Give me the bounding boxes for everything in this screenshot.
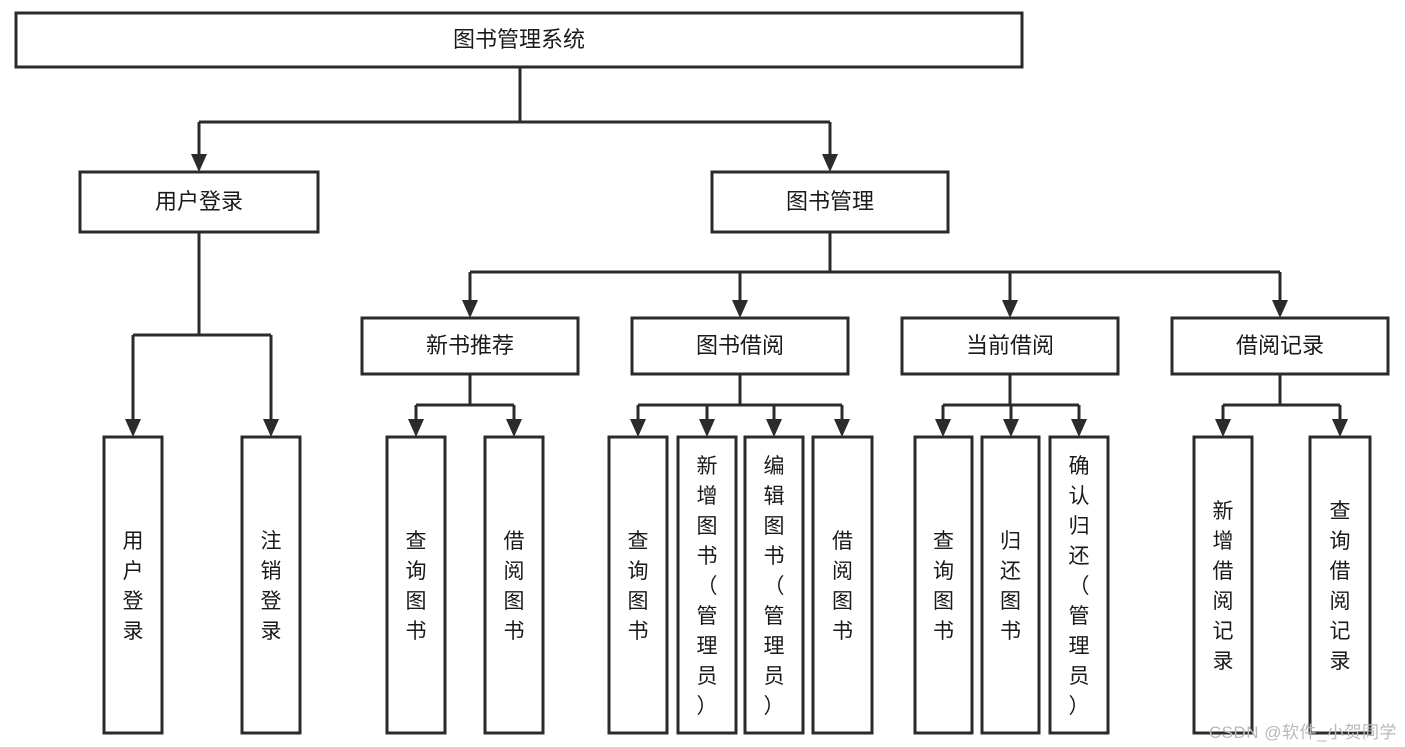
node-l2-图书管理-rect[interactable] [710, 170, 950, 234]
node-l3-图书借阅[interactable]: 图书借阅 [630, 316, 850, 376]
leaf-node-5-label: 新增图书（管理员） [697, 455, 718, 718]
book-mgmt-bus-branch-0-arrowhead [462, 300, 478, 318]
leaf-node-10-rect[interactable] [1048, 435, 1110, 735]
node-root-图书管理系统-rect[interactable] [14, 11, 1024, 69]
leaf-node-1[interactable]: 注销登录 [240, 435, 302, 735]
leaf-node-9-label: 归还图书 [1000, 530, 1021, 643]
leaf-node-6-rect[interactable] [743, 435, 805, 735]
newbook-bus-branch-1-arrowhead [506, 419, 522, 437]
leaf-node-6-label: 编辑图书（管理员） [764, 455, 785, 718]
csdn-watermark: CSDN @软件_小贺同学 [1208, 723, 1397, 742]
current-bus-branch-1-arrowhead [1003, 419, 1019, 437]
root-bus-branch-1-arrowhead [822, 154, 838, 172]
node-l3-借阅记录-label: 借阅记录 [1236, 333, 1324, 358]
node-l2-用户登录-label: 用户登录 [155, 189, 243, 214]
node-l3-当前借阅[interactable]: 当前借阅 [900, 316, 1120, 376]
record-bus-branch-1-arrowhead [1332, 419, 1348, 437]
leaf-node-12-rect[interactable] [1308, 435, 1372, 735]
node-l3-当前借阅-label: 当前借阅 [966, 333, 1054, 358]
root-bus-branch-0-arrowhead [191, 154, 207, 172]
leaf-node-4-label: 查询图书 [628, 530, 649, 643]
user-login-bus-branch-1-arrowhead [263, 419, 279, 437]
leaf-node-2[interactable]: 查询图书 [385, 435, 447, 735]
leaf-node-7-label: 借阅图书 [832, 530, 853, 643]
connectors-layer [125, 67, 1348, 437]
leaf-node-8[interactable]: 查询图书 [913, 435, 974, 735]
leaf-node-7-rect[interactable] [811, 435, 874, 735]
leaf-node-8-rect[interactable] [913, 435, 974, 735]
leaf-node-4[interactable]: 查询图书 [607, 435, 669, 735]
leaf-node-4-rect[interactable] [607, 435, 669, 735]
leaf-node-9-rect[interactable] [980, 435, 1041, 735]
leaf-node-12-label: 查询借阅记录 [1330, 500, 1351, 673]
leaf-node-8-label: 查询图书 [933, 530, 954, 643]
leaf-node-3[interactable]: 借阅图书 [483, 435, 545, 735]
node-l2-图书管理-label: 图书管理 [786, 189, 874, 214]
leaf-node-9[interactable]: 归还图书 [980, 435, 1041, 735]
book-mgmt-bus-branch-1-arrowhead [732, 300, 748, 318]
borrow-bus-branch-1-arrowhead [699, 419, 715, 437]
leaf-node-2-rect[interactable] [385, 435, 447, 735]
leaf-node-0[interactable]: 用户登录 [102, 435, 164, 735]
leaf-node-11-label: 新增借阅记录 [1213, 500, 1234, 673]
newbook-bus-branch-0-arrowhead [408, 419, 424, 437]
leaf-node-1-rect[interactable] [240, 435, 302, 735]
borrow-bus-branch-2-arrowhead [766, 419, 782, 437]
borrow-bus-branch-0-arrowhead [630, 419, 646, 437]
leaf-node-1-label: 注销登录 [261, 530, 282, 643]
node-l3-借阅记录[interactable]: 借阅记录 [1170, 316, 1390, 376]
node-root-图书管理系统[interactable]: 图书管理系统 [14, 11, 1024, 69]
book-mgmt-bus-branch-2-arrowhead [1002, 300, 1018, 318]
node-l3-图书借阅-label: 图书借阅 [696, 333, 784, 358]
leaf-node-2-label: 查询图书 [406, 530, 427, 643]
leaf-node-10[interactable]: 确认归还（管理员） [1048, 435, 1110, 735]
leaf-node-0-label: 用户登录 [123, 530, 144, 643]
node-l3-借阅记录-rect[interactable] [1170, 316, 1390, 376]
leaf-node-11-rect[interactable] [1192, 435, 1254, 735]
current-bus-branch-2-arrowhead [1071, 419, 1087, 437]
record-bus-branch-0-arrowhead [1215, 419, 1231, 437]
user-login-bus-branch-0-arrowhead [125, 419, 141, 437]
leaf-node-11[interactable]: 新增借阅记录 [1192, 435, 1254, 735]
borrow-bus-branch-3-arrowhead [834, 419, 850, 437]
leaf-node-5[interactable]: 新增图书（管理员） [676, 435, 738, 735]
node-l3-新书推荐-label: 新书推荐 [426, 333, 514, 358]
node-l2-图书管理[interactable]: 图书管理 [710, 170, 950, 234]
leaf-node-3-rect[interactable] [483, 435, 545, 735]
leaf-node-6[interactable]: 编辑图书（管理员） [743, 435, 805, 735]
node-l2-用户登录-rect[interactable] [78, 170, 320, 234]
node-l3-当前借阅-rect[interactable] [900, 316, 1120, 376]
node-l2-用户登录[interactable]: 用户登录 [78, 170, 320, 234]
node-root-图书管理系统-label: 图书管理系统 [453, 27, 585, 52]
leaf-node-7[interactable]: 借阅图书 [811, 435, 874, 735]
leaf-node-5-rect[interactable] [676, 435, 738, 735]
node-l3-新书推荐[interactable]: 新书推荐 [360, 316, 580, 376]
node-l3-新书推荐-rect[interactable] [360, 316, 580, 376]
leaf-node-0-rect[interactable] [102, 435, 164, 735]
leaf-node-12[interactable]: 查询借阅记录 [1308, 435, 1372, 735]
leaf-node-10-label: 确认归还（管理员） [1069, 455, 1090, 718]
leaf-node-3-label: 借阅图书 [504, 530, 525, 643]
current-bus-branch-0-arrowhead [935, 419, 951, 437]
nodes-layer: 图书管理系统用户登录图书管理新书推荐图书借阅当前借阅借阅记录用户登录注销登录查询… [14, 11, 1390, 735]
node-l3-图书借阅-rect[interactable] [630, 316, 850, 376]
book-mgmt-bus-branch-3-arrowhead [1272, 300, 1288, 318]
